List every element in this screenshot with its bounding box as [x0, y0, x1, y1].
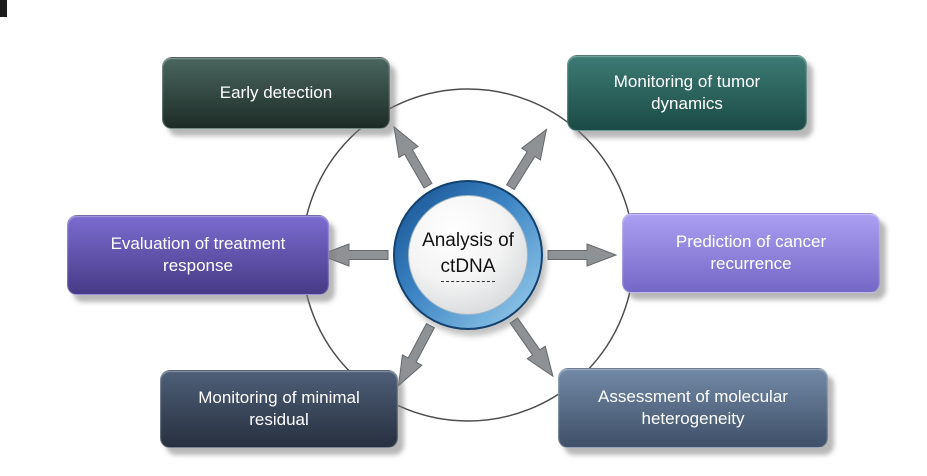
node-prediction-cancer-recurrence: Prediction of cancer recurrence: [622, 213, 880, 293]
node-label: Early detection: [219, 82, 333, 102]
node-monitoring-tumor-dynamics: Monitoring of tumor dynamics: [567, 55, 807, 131]
node-evaluation-treatment-response: Evaluation of treatment response: [67, 215, 329, 295]
node-label: Assessment of molecular heterogeneity: [598, 386, 788, 428]
node-early-detection: Early detection: [162, 57, 390, 129]
arrow-up-left-icon: [383, 120, 439, 192]
arrow-up-right-icon: [500, 123, 557, 194]
center-ctdna-label: Analysis of ctDNA: [408, 195, 528, 315]
arrow-down-right-icon: [504, 313, 563, 384]
node-label: Monitoring of minimal residual: [198, 387, 360, 429]
arrow-left-icon: [319, 243, 389, 267]
center-ctdna-badge: Analysis of ctDNA: [393, 180, 543, 330]
node-label: Prediction of cancer recurrence: [675, 231, 827, 273]
center-line1: Analysis of: [422, 230, 514, 252]
center-line2: ctDNA: [440, 254, 496, 282]
node-assessment-molecular-heterogeneity: Assessment of molecular heterogeneity: [558, 368, 828, 448]
node-label: Evaluation of treatment response: [110, 233, 286, 275]
node-monitoring-minimal-residual: Monitoring of minimal residual: [160, 370, 398, 448]
arrow-right-icon: [547, 243, 617, 267]
node-label: Monitoring of tumor dynamics: [613, 71, 761, 113]
corner-artifact: [0, 0, 7, 17]
